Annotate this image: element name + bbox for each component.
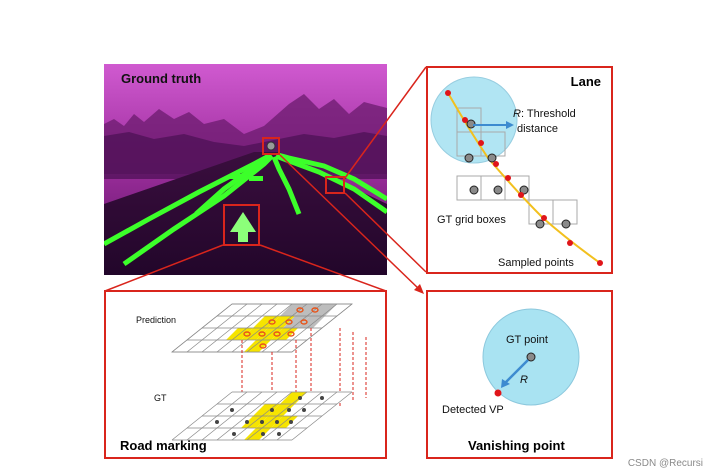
vanishing-point-title: Vanishing point <box>468 438 565 453</box>
ground-truth-image: Ground truth <box>104 64 387 275</box>
vp-highlight-box <box>262 137 280 155</box>
road-marking-panel: Prediction GT Road marking <box>104 290 387 459</box>
lane-panel: Lane <box>426 66 613 274</box>
lane-diagram <box>430 76 603 266</box>
threshold-text: : Threshold <box>520 108 576 120</box>
threshold-r: R <box>513 108 521 120</box>
gt-label: GT <box>154 393 167 403</box>
watermark: CSDN @Recursi <box>627 458 703 469</box>
ground-truth-title: Ground truth <box>121 71 202 86</box>
road-marking-diagram <box>170 303 367 441</box>
vanishing-point-diagram <box>482 308 580 406</box>
prediction-label: Prediction <box>136 315 177 325</box>
vp-r-label: R <box>520 374 528 386</box>
sampled-points-label: Sampled points <box>498 257 574 269</box>
lane-title: Lane <box>570 74 601 89</box>
lane-highlight-box <box>325 176 345 194</box>
threshold-label: R: Threshold <box>513 108 576 120</box>
ground-truth-scene <box>104 64 387 275</box>
detected-vp-label: Detected VP <box>442 404 504 416</box>
gt-grid-boxes-label: GT grid boxes <box>437 214 506 226</box>
gt-point-label: GT point <box>506 334 548 346</box>
road-marking-title: Road marking <box>120 438 207 453</box>
road-marking-highlight-box <box>223 204 260 246</box>
vanishing-point-panel: GT point R Detected VP Vanishing point <box>426 290 613 459</box>
threshold-label-2: distance <box>517 123 558 135</box>
